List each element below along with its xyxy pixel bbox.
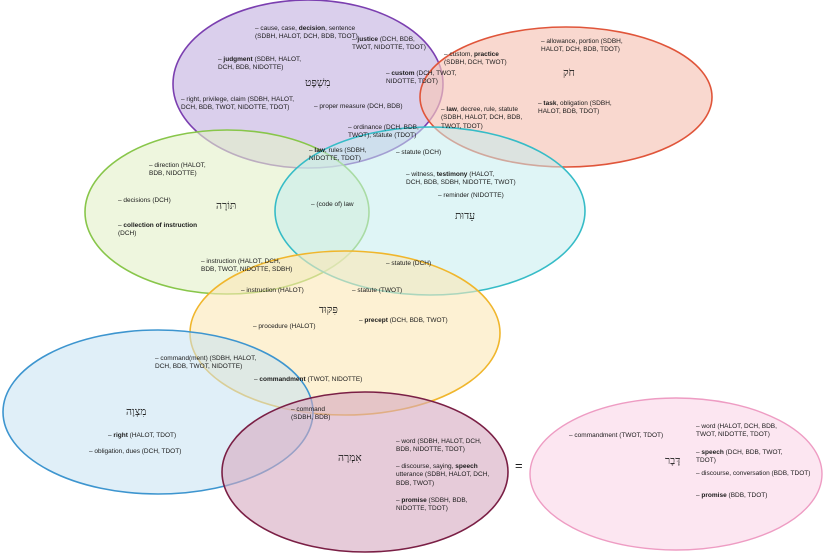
label-procedure: – procedure (HALOT) bbox=[253, 323, 316, 330]
label-statute-dch-1: – statute (DCH) bbox=[396, 149, 442, 156]
label-reminder: – reminder (NIDOTTE) bbox=[438, 192, 504, 199]
equals-sign: = bbox=[515, 458, 523, 473]
word-mitsvah: מִצְוָה bbox=[126, 406, 147, 418]
ellipse-choq bbox=[419, 26, 713, 168]
label-promise-davar: – promise (BDB, TDOT) bbox=[696, 492, 768, 499]
label-collection: – collection of instruction(DCH) bbox=[118, 222, 198, 238]
label-law-decree: – law, decree, rule, statute(SDBH, HALOT… bbox=[441, 106, 523, 130]
label-ordinance: – ordinance (DCH, BDB,TWOT), statute (TD… bbox=[348, 124, 419, 140]
label-judgment: – judgment (SDBH, HALOT,DCH, BDB, NIDOTT… bbox=[218, 56, 302, 72]
label-commandment-long: – command(ment) (SDBH, HALOT,DCH, BDB, T… bbox=[155, 355, 257, 371]
label-instruction-long: – instruction (HALOT, DCH,BDB, TWOT, NID… bbox=[201, 258, 293, 274]
label-justice: – justice (DCH, BDB,TWOT, NIDOTTE, TDOT) bbox=[352, 36, 426, 52]
label-command-sdbh: – command(SDBH, BDB) bbox=[291, 406, 331, 422]
label-word-imrah: – word (SDBH, HALOT, DCH,BDB, NIDOTTE, T… bbox=[396, 438, 482, 454]
ellipse-davar bbox=[529, 397, 823, 551]
word-choq: חֹק bbox=[563, 67, 575, 79]
label-statute-dch-2: – statute (DCH) bbox=[386, 260, 432, 267]
word-mishpat: מִשְׁפָּט bbox=[305, 77, 331, 89]
label-code-of-law: – (code of) law bbox=[311, 201, 354, 208]
word-imrah: אִמְרָה bbox=[338, 452, 362, 464]
label-custom-mishpat: – custom (DCH, TWOT,NIDOTTE, TDOT) bbox=[386, 70, 457, 86]
ellipse-imrah bbox=[221, 391, 509, 553]
label-statute-twot: – statute (TWOT) bbox=[352, 287, 403, 294]
label-commandment-twot: – commandment (TWOT, NIDOTTE) bbox=[254, 376, 363, 383]
label-law-rules: – law, rules (SDBH,NIDOTTE, TDOT) bbox=[309, 147, 367, 163]
label-discourse-davar: – discourse, conversation (BDB, TDOT) bbox=[696, 470, 811, 477]
label-task: – task, obligation (SDBH,HALOT, BDB, TDO… bbox=[538, 100, 612, 116]
label-witness: – witness, testimony (HALOT,DCH, BDB, SD… bbox=[406, 171, 516, 187]
label-cause-case: – cause, case, decision, sentence(SDBH, … bbox=[255, 25, 358, 41]
word-davar: דָּבָר bbox=[665, 455, 681, 467]
label-instruction-halot: – instruction (HALOT) bbox=[241, 287, 304, 294]
label-precept: – precept (DCH, BDB, TWOT) bbox=[359, 317, 448, 324]
label-right: – right (HALOT, TDOT) bbox=[108, 432, 177, 439]
label-allowance: – allowance, portion (SDBH,HALOT, DCH, B… bbox=[541, 38, 623, 54]
label-obligation: – obligation, dues (DCH, TDOT) bbox=[89, 448, 182, 455]
label-right-privilege: – right, privilege, claim (SDBH, HALOT,D… bbox=[181, 96, 295, 112]
label-custom-practice: – custom, practice(SDBH, DCH, TWOT) bbox=[444, 51, 507, 67]
label-commandment-davar: – commandment (TWOT, TDOT) bbox=[569, 432, 664, 439]
label-decisions: – decisions (DCH) bbox=[118, 197, 171, 204]
word-piqqud: פִּקּוּד bbox=[319, 304, 338, 316]
label-proper-measure: – proper measure (DCH, BDB) bbox=[314, 103, 403, 110]
label-promise-imrah: – promise (SDBH, BDB,NIDOTTE, TDOT) bbox=[396, 497, 468, 513]
label-word-davar: – word (HALOT, DCH, BDB,TWOT, NIDOTTE, T… bbox=[696, 423, 777, 439]
label-direction: – direction (HALOT,BDB, NIDOTTE) bbox=[149, 162, 206, 178]
word-torah: תּוֹרָה bbox=[216, 200, 237, 212]
word-edut: עֵדוּת bbox=[455, 210, 476, 222]
label-speech-davar: – speech (DCH, BDB, TWOT,TDOT) bbox=[696, 449, 783, 465]
